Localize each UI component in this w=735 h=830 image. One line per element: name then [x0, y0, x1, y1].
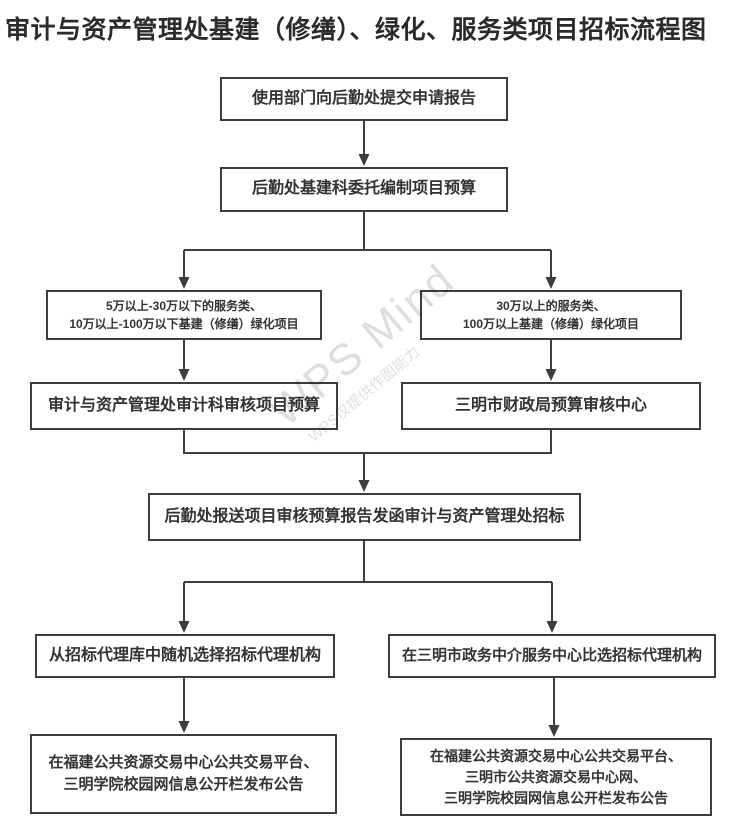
- flow-arrows: [178, 121, 560, 737]
- node-compare-select-agency: 在三明市政务中介服务中心比选招标代理机构: [388, 634, 716, 678]
- node-audit-office-review: 审计与资产管理处审计科审核项目预算: [30, 382, 338, 430]
- node-submit-request: 使用部门向后勤处提交申请报告: [220, 77, 508, 121]
- node-condition-small-projects: 5万以上-30万以下的服务类、 10万以上-100万以下基建（修缮）绿化项目: [46, 290, 322, 340]
- node-condition-small-projects-label: 5万以上-30万以下的服务类、 10万以上-100万以下基建（修缮）绿化项目: [69, 299, 299, 331]
- node-publish-announcement-left-label: 在福建公共资源交易中心公共交易平台、 三明学院校园网信息公开栏发布公告: [48, 753, 319, 794]
- node-condition-large-projects-label: 30万以上的服务类、 100万以上基建（修缮）绿化项目: [462, 299, 640, 331]
- node-random-select-agency-label: 从招标代理库中随机选择招标代理机构: [48, 646, 321, 664]
- node-publish-announcement-right-label: 在福建公共资源交易中心公共交易平台、 三明市公共资源交易中心网、 三明学院校园网…: [430, 747, 682, 806]
- node-finance-bureau-review: 三明市财政局预算审核中心: [401, 382, 701, 430]
- page-title: 审计与资产管理处基建（修缮）、绿化、服务类项目招标流程图: [5, 16, 707, 44]
- node-submit-request-label: 使用部门向后勤处提交申请报告: [251, 89, 476, 107]
- node-random-select-agency: 从招标代理库中随机选择招标代理机构: [35, 634, 335, 678]
- node-send-letter-to-bidding: 后勤处报送项目审核预算报告发函审计与资产管理处招标: [148, 493, 581, 541]
- node-publish-announcement-left: 在福建公共资源交易中心公共交易平台、 三明学院校园网信息公开栏发布公告: [30, 734, 337, 814]
- node-compare-select-agency-label: 在三明市政务中介服务中心比选招标代理机构: [401, 646, 702, 664]
- node-audit-office-review-label: 审计与资产管理处审计科审核项目预算: [47, 396, 320, 414]
- node-publish-announcement-right: 在福建公共资源交易中心公共交易平台、 三明市公共资源交易中心网、 三明学院校园网…: [400, 738, 712, 816]
- node-entrust-budget-label: 后勤处基建科委托编制项目预算: [251, 180, 476, 198]
- node-condition-large-projects: 30万以上的服务类、 100万以上基建（修缮）绿化项目: [420, 290, 682, 340]
- node-finance-bureau-review-label: 三明市财政局预算审核中心: [454, 396, 647, 414]
- node-entrust-budget: 后勤处基建科委托编制项目预算: [220, 167, 508, 212]
- node-send-letter-to-bidding-label: 后勤处报送项目审核预算报告发函审计与资产管理处招标: [164, 507, 565, 525]
